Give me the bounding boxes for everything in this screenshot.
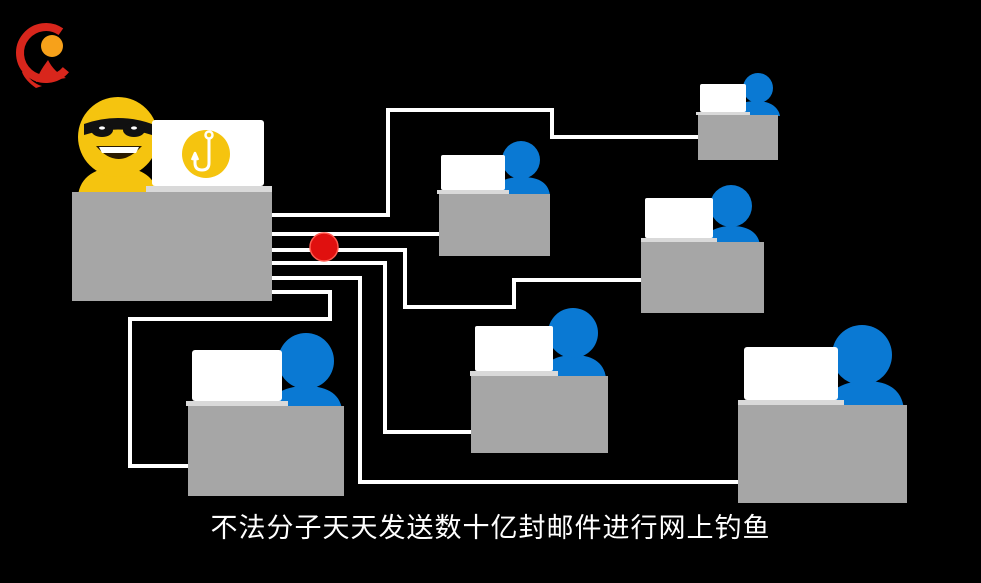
victim-desk	[641, 242, 764, 313]
victim-laptop-base	[641, 238, 717, 242]
victim-laptop-base	[696, 112, 750, 115]
victim-desk	[439, 194, 550, 256]
victim-station-center-lower	[470, 308, 608, 453]
wire-to-center-lower	[272, 261, 472, 434]
victim-laptop-base	[738, 400, 844, 405]
data-packet-dot-icon	[309, 232, 339, 262]
victim-laptop-screen	[744, 347, 838, 400]
wire-to-bottom-left	[128, 290, 332, 468]
victim-laptop-base	[470, 371, 558, 376]
victim-station-upper-middle	[437, 141, 550, 256]
victim-laptop-base	[437, 190, 509, 194]
victim-laptop-screen	[700, 84, 746, 112]
victim-station-right-middle	[641, 185, 764, 313]
victim-desk	[188, 406, 344, 496]
victim-desk	[698, 115, 778, 160]
video-subtitle: 不法分子天天发送数十亿封邮件进行网上钓鱼	[210, 513, 771, 544]
person-at-computer-icon	[702, 185, 760, 245]
victim-station-bottom-right	[738, 325, 907, 503]
channel-logo-icon	[16, 23, 76, 88]
network-wires	[128, 108, 740, 484]
fish-hook-icon	[182, 130, 230, 178]
victim-laptop-screen	[645, 198, 713, 238]
wire-to-right-middle	[272, 248, 642, 309]
wire-to-top-right	[272, 108, 700, 217]
wire-to-bottom-right	[272, 276, 740, 484]
hacker-desk	[72, 192, 272, 301]
victim-laptop-screen	[475, 326, 553, 371]
hacker-masked-face-icon	[78, 97, 158, 196]
victim-laptop-base	[186, 401, 288, 406]
victim-station-top-right	[696, 73, 780, 160]
victim-laptop-screen	[441, 155, 505, 190]
victim-station-bottom-left	[186, 333, 344, 496]
victim-desk	[738, 405, 907, 503]
hacker-laptop-base	[146, 186, 272, 193]
hacker-station	[72, 97, 272, 301]
victim-laptop-screen	[192, 350, 282, 401]
victim-desk	[471, 376, 608, 453]
